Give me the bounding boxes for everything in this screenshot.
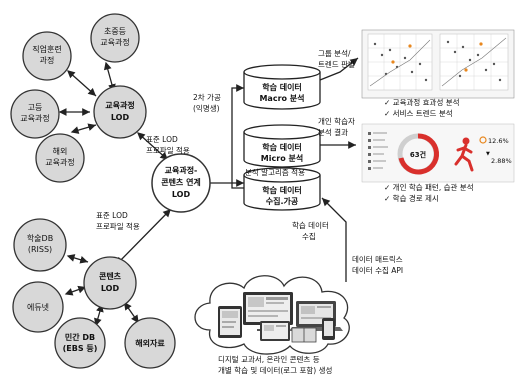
svg-text:수집: 수집 xyxy=(302,231,316,241)
label-secondary-processing: 2차 가공 (익명생) xyxy=(193,93,221,113)
svg-text:LOD: LOD xyxy=(111,113,130,122)
svg-text:데이터 매트릭스: 데이터 매트릭스 xyxy=(352,254,403,264)
svg-text:데이터 수집 API: 데이터 수집 API xyxy=(352,265,403,275)
percent-bottom: 2.88% xyxy=(491,157,512,165)
node-overseas-materials: 해외자료 xyxy=(125,318,175,368)
node-k12-curriculum: 초중등 교육과정 xyxy=(91,14,139,62)
node-private-db-ebs: 민간 DB (EBS 등) xyxy=(55,318,105,368)
svg-text:(RISS): (RISS) xyxy=(28,245,52,254)
svg-text:개인 학습자: 개인 학습자 xyxy=(318,116,355,126)
node-vocational-training: 직업훈련 과정 xyxy=(23,32,71,80)
label-data-matrix-api: 데이터 매트릭스 데이터 수집 API xyxy=(352,254,403,275)
label-standard-lod-2: 표준 LOD 프로파일 적용 xyxy=(96,211,140,231)
svg-text:초중등: 초중등 xyxy=(104,27,126,36)
percent-top: 12.6% xyxy=(488,137,509,145)
node-higher-education: 고등 교육과정 xyxy=(11,90,59,138)
svg-text:교육과정: 교육과정 xyxy=(100,37,129,47)
node-content-lod: 콘텐츠 LOD xyxy=(84,257,136,309)
svg-text:과정: 과정 xyxy=(40,55,55,65)
svg-text:콘텐츠 연계: 콘텐츠 연계 xyxy=(161,177,201,187)
svg-text:교육과정: 교육과정 xyxy=(20,113,49,123)
label-algorithm: 분석 알고리즘 적용 xyxy=(245,167,305,177)
svg-text:✓ 서비스 트렌드 분석: ✓ 서비스 트렌드 분석 xyxy=(384,108,453,118)
svg-text:표준 LOD: 표준 LOD xyxy=(96,211,128,220)
book-icon xyxy=(292,328,316,342)
svg-text:(EBS 등): (EBS 등) xyxy=(63,344,98,353)
svg-text:학습 데이터: 학습 데이터 xyxy=(292,220,329,230)
personal-dashboard-thumbnail: 63건 12.6% ▼ 2.88% xyxy=(362,124,514,182)
svg-text:해외자료: 해외자료 xyxy=(135,338,165,348)
cylinder-micro-analysis: 학습 데이터 Micro 분석 xyxy=(244,125,320,167)
cloud-caption: 디지털 교과서, 온라인 콘텐츠 등 개별 학습 및 데이터(로그 포함) 생성 xyxy=(218,354,332,375)
label-group-analysis: 그룹 분석/ 트렌드 판별 xyxy=(318,48,355,69)
svg-text:(익명생): (익명생) xyxy=(193,103,220,113)
svg-text:교육과정: 교육과정 xyxy=(105,100,134,110)
svg-text:✓ 개인 학습 패턴, 습관 분석: ✓ 개인 학습 패턴, 습관 분석 xyxy=(384,182,474,192)
tablet-icon xyxy=(218,306,242,338)
cylinder-macro-analysis: 학습 데이터 Macro 분석 xyxy=(244,65,320,109)
label-data-collection: 학습 데이터 수집 xyxy=(292,220,329,241)
svg-text:Macro 분석: Macro 분석 xyxy=(259,93,304,103)
svg-text:콘텐츠: 콘텐츠 xyxy=(99,271,122,281)
svg-text:고등: 고등 xyxy=(28,103,43,112)
svg-text:민간 DB: 민간 DB xyxy=(65,332,95,342)
svg-text:디지털 교과서, 온라인 콘텐츠 등: 디지털 교과서, 온라인 콘텐츠 등 xyxy=(218,354,320,364)
label-personal-result: 개인 학습자 분석 결과 xyxy=(318,116,355,137)
node-curriculum-content-link-lod: 교육과정- 콘텐츠 연계 LOD xyxy=(152,154,210,212)
svg-text:학습 데이터: 학습 데이터 xyxy=(262,185,302,195)
group-analysis-chart-thumbnail xyxy=(362,30,514,98)
svg-text:직업훈련: 직업훈련 xyxy=(32,44,61,54)
node-overseas-curriculum: 해외 교육과정 xyxy=(36,134,84,182)
macro-results-list: ✓ 교육과정 효과성 분석 ✓ 서비스 트렌드 분석 xyxy=(384,97,460,118)
micro-results-list: ✓ 개인 학습 패턴, 습관 분석 ✓ 학습 경로 제시 xyxy=(384,182,474,203)
node-curriculum-lod: 교육과정 LOD xyxy=(94,86,146,138)
svg-text:트렌드 판별: 트렌드 판별 xyxy=(318,59,355,69)
svg-text:▼: ▼ xyxy=(486,151,490,157)
svg-text:Micro 분석: Micro 분석 xyxy=(261,153,303,163)
svg-text:✓ 학습 경로 제시: ✓ 학습 경로 제시 xyxy=(384,193,439,203)
label-standard-lod-1: 표준 LOD 프로파일 적용 xyxy=(146,135,190,155)
device-cloud xyxy=(195,276,349,354)
svg-text:LOD: LOD xyxy=(101,284,120,293)
svg-text:프로파일 적용: 프로파일 적용 xyxy=(96,221,140,231)
svg-text:분석 결과: 분석 결과 xyxy=(318,127,348,137)
node-academic-db-riss: 학술DB (RISS) xyxy=(14,219,66,271)
svg-text:해외: 해외 xyxy=(53,146,68,156)
svg-text:프로파일 적용: 프로파일 적용 xyxy=(146,145,190,155)
svg-text:에듀넷: 에듀넷 xyxy=(27,303,49,312)
svg-text:수집.가공: 수집.가공 xyxy=(266,196,299,206)
svg-text:표준 LOD: 표준 LOD xyxy=(146,135,178,144)
svg-text:LOD: LOD xyxy=(172,190,191,199)
svg-text:학술DB: 학술DB xyxy=(27,233,53,243)
svg-text:교육과정: 교육과정 xyxy=(45,157,74,167)
svg-text:학습 데이터: 학습 데이터 xyxy=(262,142,302,152)
donut-center-value: 63건 xyxy=(410,150,426,159)
svg-text:2차 가공: 2차 가공 xyxy=(193,93,221,102)
node-edunet: 에듀넷 xyxy=(13,282,63,332)
smartphone-icon xyxy=(322,318,335,340)
svg-text:✓ 교육과정 효과성 분석: ✓ 교육과정 효과성 분석 xyxy=(384,97,460,107)
svg-text:교육과정-: 교육과정- xyxy=(165,165,198,175)
svg-text:개별 학습 및 데이터(로그 포함) 생성: 개별 학습 및 데이터(로그 포함) 생성 xyxy=(218,365,332,375)
e-reader-icon xyxy=(260,321,290,341)
svg-text:학습 데이터: 학습 데이터 xyxy=(262,82,302,92)
svg-text:그룹 분석/: 그룹 분석/ xyxy=(318,48,351,58)
